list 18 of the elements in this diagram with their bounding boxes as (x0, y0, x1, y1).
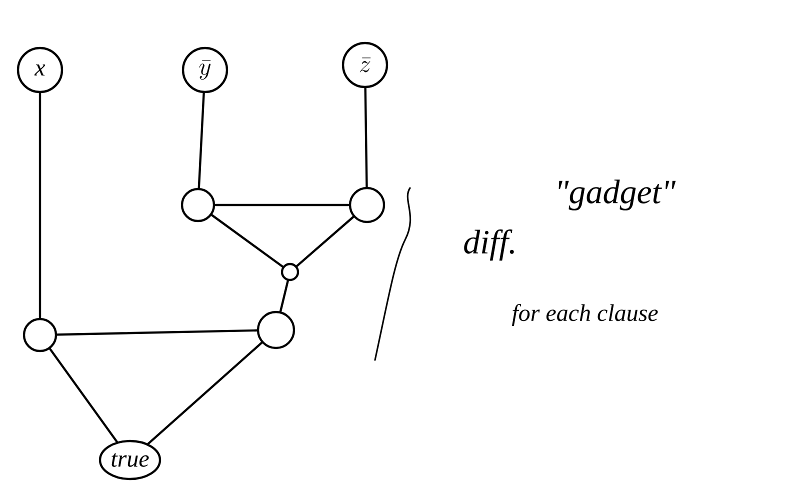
empty-circle (348, 186, 386, 224)
connector-line (56, 329, 258, 336)
connector-line (279, 280, 289, 313)
handwritten-note: diff. (464, 229, 514, 261)
handwritten-note: for each clause (512, 304, 658, 326)
connector-line (147, 342, 263, 445)
connector-line (214, 204, 350, 206)
connector-line (198, 92, 205, 190)
handwritten-note: "gadget" (558, 180, 676, 210)
connector-line (48, 348, 118, 443)
empty-circle (256, 310, 296, 350)
empty-circle (180, 188, 216, 222)
empty-circle (22, 318, 58, 352)
connector-line (364, 87, 368, 188)
empty-circle (280, 262, 300, 282)
connector-line (38, 92, 42, 319)
connector-line (296, 216, 354, 268)
connector-line (210, 214, 284, 268)
